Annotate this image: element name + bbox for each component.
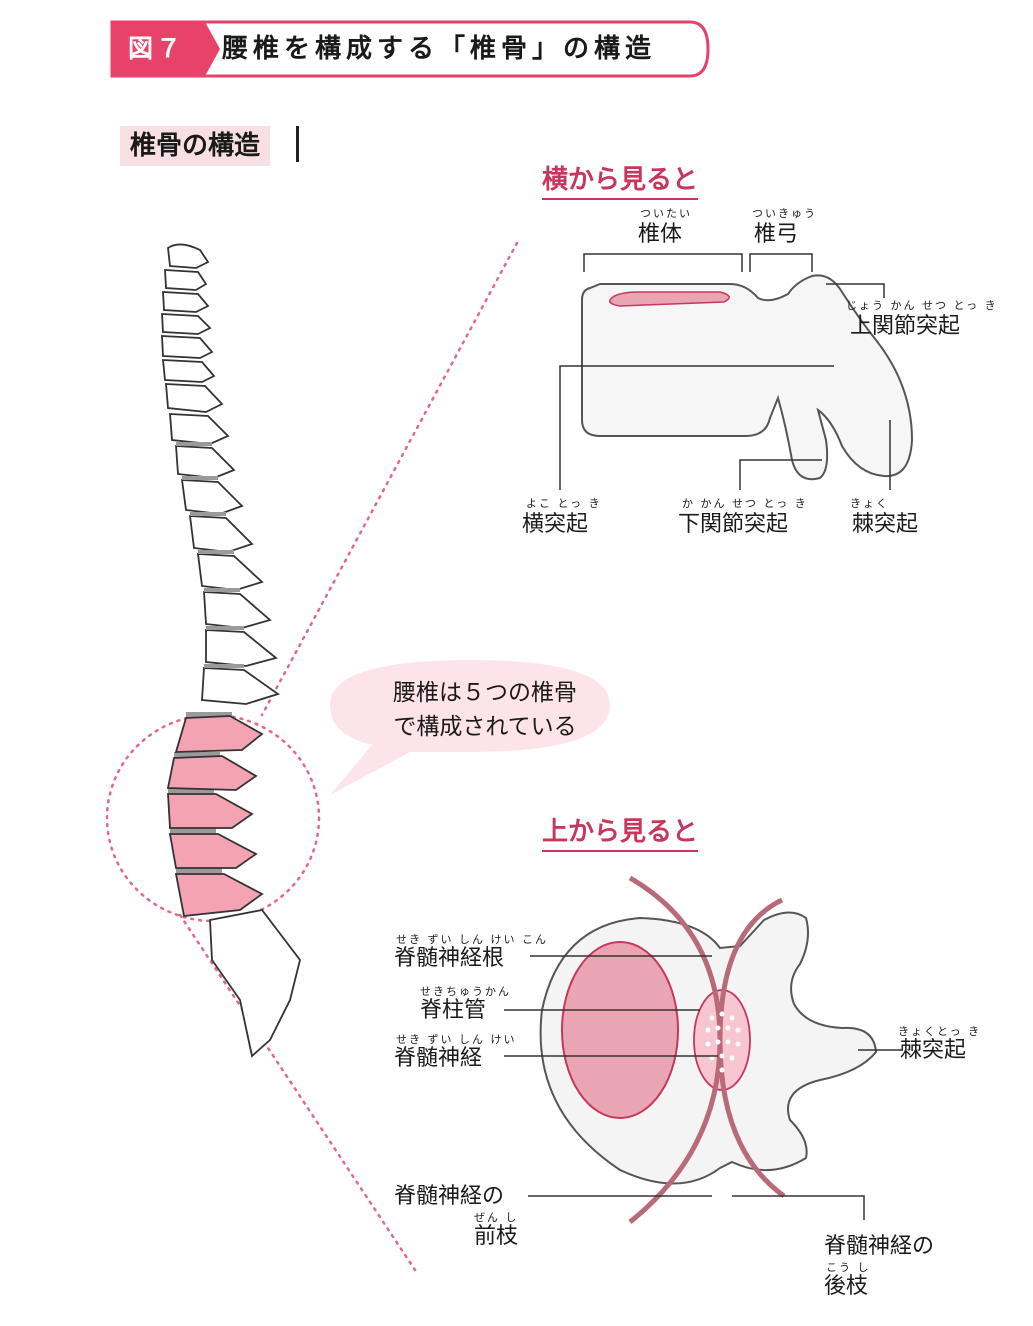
top-vertebra	[539, 875, 878, 1224]
ruby-vertebral-arch: ついきゅう	[752, 207, 817, 220]
figure-title: 腰椎を構成する「椎骨」の構造	[222, 34, 657, 64]
label-transverse: 横突起	[522, 512, 589, 537]
ruby-inferior-articular: か かん せつ とっ き	[682, 497, 808, 510]
side-vertebra	[581, 274, 914, 481]
side-body-endplate	[608, 291, 730, 307]
label-anterior-branch-2: 前枝	[474, 1224, 519, 1249]
callout-text: 腰椎は５つの椎骨 で構成されている	[360, 676, 610, 744]
ruby-transverse: よこ とっ き	[526, 497, 602, 510]
callout-line-1: 腰椎は５つの椎骨	[393, 680, 577, 706]
ruby-spinous-side: きょく	[850, 497, 889, 510]
ruby-spinal-canal: せきちゅうかん	[420, 985, 511, 998]
ruby-anterior-branch: ぜん し	[474, 1211, 519, 1224]
label-spinous-side: 棘突起	[852, 512, 919, 537]
top-view-title: 上から見ると	[542, 816, 699, 852]
heading-bracket	[296, 126, 299, 162]
figure-number: 図７	[128, 34, 185, 63]
label-nerve-root: 脊髄神経根	[394, 946, 505, 971]
lumbar-vertebrae	[166, 715, 264, 917]
label-anterior-branch-1: 脊髄神経の	[394, 1184, 505, 1209]
label-posterior-branch-1: 脊髄神経の	[824, 1234, 935, 1259]
header-banner	[110, 20, 710, 78]
sacrum	[209, 909, 301, 1058]
ruby-spinal-nerve: せき ずい しん けい	[396, 1033, 517, 1046]
label-vertebral-body: 椎体	[638, 222, 683, 247]
label-posterior-branch-2: 後枝	[824, 1274, 869, 1299]
label-spinal-canal: 脊柱管	[420, 998, 487, 1023]
section-heading: 椎骨の構造	[120, 126, 271, 166]
callout-bubble	[330, 660, 610, 795]
ruby-vertebral-body: ついたい	[640, 207, 692, 220]
callout-line-2: で構成されている	[393, 714, 577, 740]
side-view-title: 横から見ると	[542, 164, 699, 200]
ruby-superior-articular: じょう かん せつ とっ き	[846, 299, 998, 312]
ruby-nerve-root: せき ずい しん けい こん	[396, 933, 548, 946]
label-inferior-articular: 下関節突起	[678, 512, 789, 537]
spine	[161, 243, 281, 705]
label-spinous-top: 棘突起	[900, 1038, 967, 1063]
ruby-spinous-top: きょくとっ き	[898, 1025, 982, 1038]
label-vertebral-arch: 椎弓	[754, 222, 799, 247]
ruby-posterior-branch: こう し	[826, 1261, 871, 1274]
label-spinal-nerve: 脊髄神経	[394, 1046, 483, 1071]
label-superior-articular: 上関節突起	[850, 314, 961, 339]
